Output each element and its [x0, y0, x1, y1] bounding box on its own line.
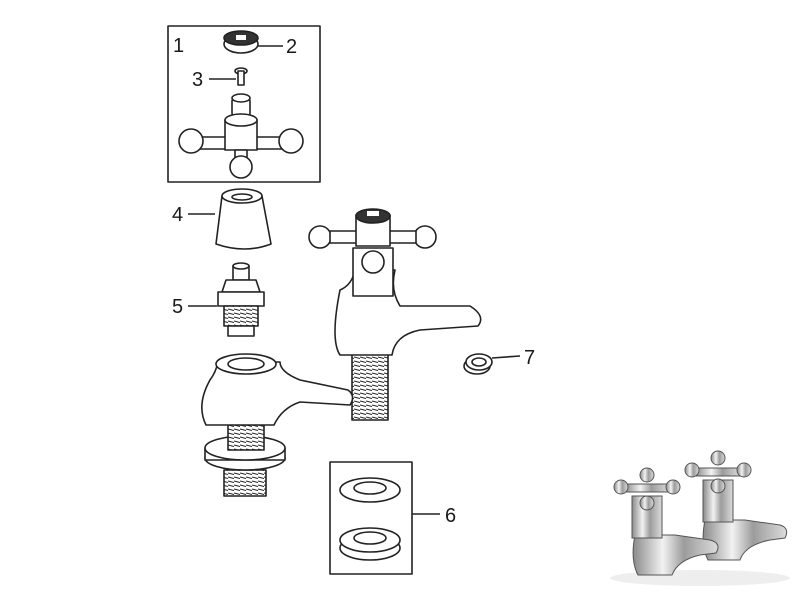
label-indices-cap: 2	[286, 36, 298, 58]
back-tap	[308, 208, 482, 421]
indices-cap	[223, 30, 283, 54]
aerator	[463, 353, 521, 375]
crosshead-handle	[178, 93, 304, 179]
label-aerator: 7	[524, 347, 536, 369]
shroud	[188, 188, 272, 250]
label-handle-assembly: 1	[173, 35, 185, 57]
label-valve-cartridge: 5	[172, 296, 184, 318]
front-tap	[201, 353, 354, 497]
label-handle-screw: 3	[192, 69, 204, 91]
product-photo	[610, 450, 790, 586]
washers	[339, 477, 440, 561]
handle-assembly-box	[167, 25, 321, 183]
label-shroud: 4	[172, 204, 184, 226]
valve-cartridge	[188, 262, 265, 337]
washers-box	[329, 461, 413, 575]
label-washers: 6	[445, 505, 457, 527]
handle-screw	[209, 67, 248, 86]
